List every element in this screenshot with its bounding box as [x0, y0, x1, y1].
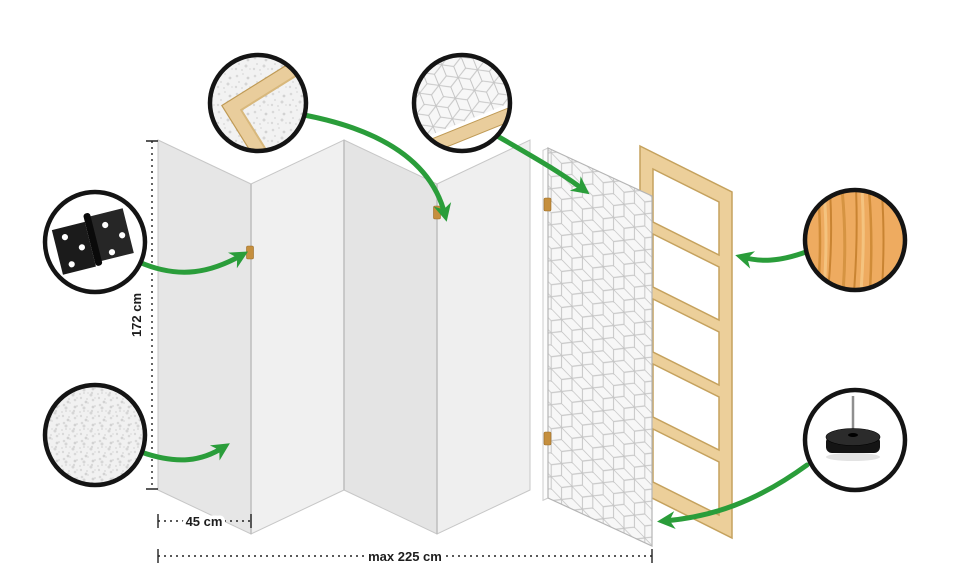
- callout-foot: [802, 387, 908, 493]
- callout-pattern-corner: [411, 52, 513, 154]
- arrow-foot: [657, 462, 810, 530]
- hinge-icon: [51, 208, 134, 275]
- divider-panel-1: [157, 139, 252, 535]
- foot-icon: [807, 392, 903, 488]
- arrow-pattern: [489, 130, 590, 195]
- callout-hinge: [42, 189, 148, 295]
- wood-texture-ring: [802, 187, 908, 293]
- max-width-dimension: max 225 cm: [157, 546, 653, 568]
- hinge-1: [246, 245, 254, 260]
- wooden-ladder-frame: [639, 144, 733, 540]
- arrow-fabric: [138, 443, 230, 463]
- hinge-ring: [42, 189, 148, 295]
- height-dimension-label: 172 cm: [129, 293, 144, 337]
- pattern-corner-ring: [411, 52, 513, 154]
- fabric-texture-icon: [47, 387, 143, 483]
- fabric-texture-ring: [42, 382, 148, 488]
- dimension-tick: [146, 140, 158, 490]
- height-dimension: 172 cm: [126, 140, 158, 490]
- divider-panel-3: [343, 139, 438, 535]
- hinge-4: [543, 431, 552, 446]
- callout-arrows: [136, 112, 810, 530]
- patterned-panel-face: [547, 147, 653, 547]
- patterned-front-panel: [542, 147, 653, 547]
- divider-panel-4: [436, 139, 531, 535]
- panel-width-dimension-label: 45 cm: [186, 514, 223, 529]
- arrow-hinge: [136, 251, 249, 275]
- pattern-corner-icon: [416, 57, 508, 149]
- hinge-2: [433, 205, 441, 220]
- dimension-tick: [157, 514, 252, 528]
- folding-panels: [157, 139, 531, 535]
- max-width-dimension-label: max 225 cm: [368, 549, 442, 564]
- dimension-tick: [157, 549, 653, 563]
- hinge-3: [543, 197, 552, 212]
- arrow-frame-corner: [301, 112, 452, 222]
- foot-ring: [802, 387, 908, 493]
- callout-fabric: [42, 382, 148, 488]
- frame-corner-icon: [212, 57, 304, 149]
- panel-width-dimension: 45 cm: [157, 511, 252, 533]
- callout-frame-corner: [207, 52, 309, 154]
- callout-wood: [802, 187, 908, 293]
- arrow-wood: [735, 249, 809, 269]
- divider-panel-2: [250, 139, 345, 535]
- frame-corner-ring: [207, 52, 309, 154]
- wood-texture-icon: [807, 192, 903, 288]
